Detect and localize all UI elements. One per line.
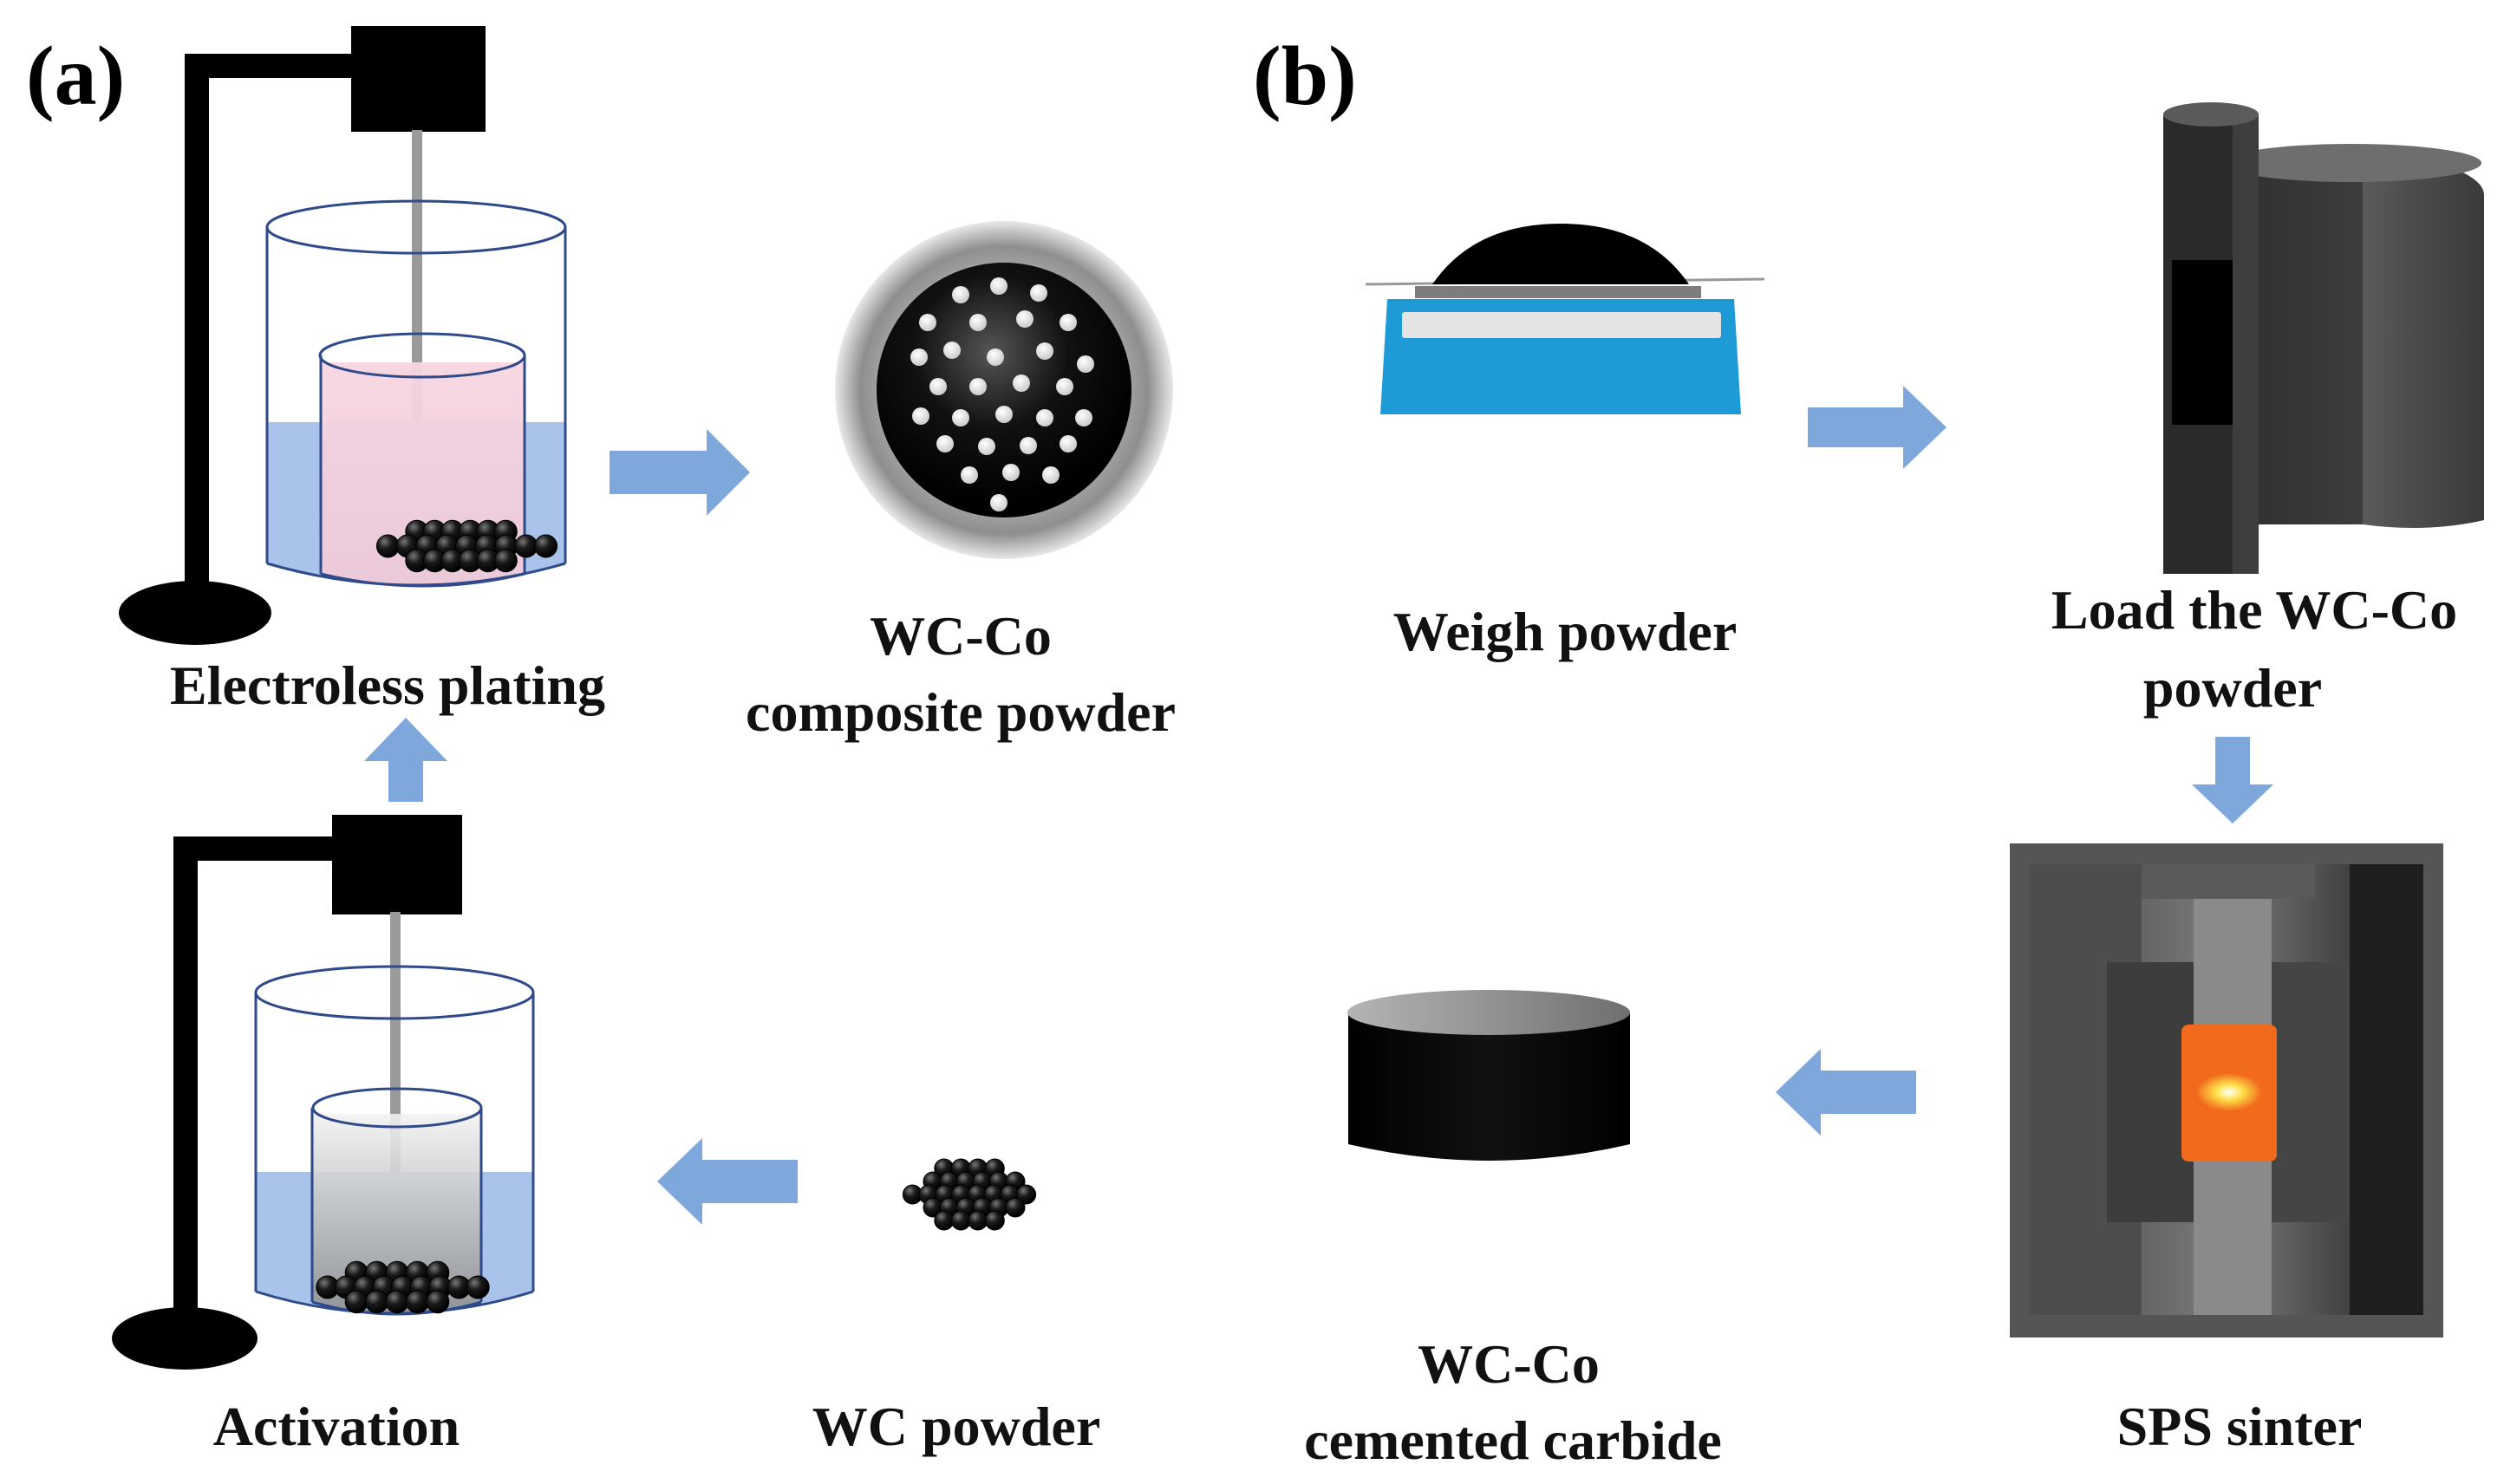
- wc-grain: [426, 1290, 450, 1314]
- caption-composite-powder-line2: composite powder: [746, 681, 1176, 743]
- caption-activation: Activation: [213, 1396, 460, 1457]
- composite-powder-particle: [835, 221, 1173, 559]
- caption-weigh-powder: Weigh powder: [1393, 601, 1737, 662]
- cobalt-dot: [1060, 314, 1077, 331]
- cobalt-dot: [1056, 378, 1073, 395]
- arrow-right-icon: [610, 429, 750, 516]
- wc-core-icon: [877, 263, 1131, 517]
- caption-composite-powder-line1: WC-Co: [870, 605, 1052, 667]
- arrow-left-icon: [1776, 1049, 1916, 1136]
- wc-grain: [968, 1210, 988, 1231]
- cobalt-dot: [995, 406, 1013, 423]
- wc-powder-icon: [902, 1158, 1037, 1231]
- caption-cemented-carbide-line1: WC-Co: [1418, 1333, 1600, 1395]
- cobalt-dot: [943, 342, 961, 359]
- cobalt-dot: [990, 277, 1007, 295]
- cobalt-dot: [969, 314, 987, 331]
- wc-grain: [493, 549, 518, 573]
- cobalt-dot: [1016, 310, 1034, 328]
- cobalt-dot: [1075, 409, 1092, 426]
- cobalt-dot: [929, 378, 947, 395]
- cobalt-dot: [910, 348, 928, 366]
- wc-grain: [514, 534, 538, 558]
- arrow-right-icon: [1808, 386, 1946, 469]
- arrows: [364, 386, 2273, 1225]
- cobalt-dot: [952, 286, 969, 303]
- stirrer-stand-icon: [112, 815, 462, 1370]
- caption-cemented-carbide-line2: cemented carbide: [1304, 1409, 1722, 1471]
- cobalt-dot: [969, 378, 987, 395]
- wc-grain: [375, 534, 400, 558]
- balance-scale-icon: [1365, 224, 1765, 414]
- wc-grain: [405, 1290, 429, 1314]
- sps-furnace-icon: [2010, 843, 2443, 1338]
- sintered-pellet-icon: [1347, 990, 1630, 1161]
- caption-electroless-plating: Electroless plating: [170, 654, 605, 716]
- electroless-plating-apparatus: [119, 26, 567, 645]
- caption-sps-sinter: SPS sinter: [2117, 1396, 2363, 1457]
- caption-load-powder-line1: Load the WC-Co: [2051, 579, 2457, 641]
- panel-label-b: (b): [1253, 29, 1357, 123]
- caption-wc-powder: WC powder: [812, 1396, 1100, 1457]
- cobalt-dot: [961, 466, 978, 484]
- arrow-up-icon: [364, 718, 447, 802]
- cobalt-dot: [1036, 342, 1053, 360]
- cobalt-dot: [912, 407, 929, 425]
- wc-grain: [534, 534, 558, 558]
- arrow-left-icon: [657, 1138, 798, 1225]
- wc-grain: [1005, 1197, 1026, 1218]
- wc-grain: [934, 1210, 955, 1231]
- cobalt-dot: [978, 438, 995, 455]
- arrow-down-icon: [2192, 737, 2273, 823]
- wc-grain: [950, 1210, 971, 1231]
- wc-grain: [984, 1210, 1005, 1231]
- cobalt-dot: [1042, 466, 1060, 484]
- cobalt-particles-icon: [910, 277, 1094, 511]
- wc-grain: [466, 1275, 490, 1299]
- cobalt-dot: [1077, 355, 1094, 373]
- wc-grains-icon: [316, 1260, 490, 1314]
- cobalt-dot: [1020, 437, 1037, 454]
- cobalt-dot: [1036, 409, 1053, 426]
- cobalt-dot: [1030, 284, 1047, 302]
- caption-load-powder-line2: powder: [2143, 657, 2322, 719]
- cobalt-dot: [919, 314, 936, 331]
- wc-grain: [365, 1290, 389, 1314]
- wc-grains-icon: [375, 519, 558, 573]
- panel-label-a: (a): [26, 29, 125, 123]
- cobalt-dot: [1013, 374, 1030, 392]
- cobalt-dot: [987, 348, 1004, 366]
- wc-grain: [1016, 1184, 1037, 1205]
- wc-grain: [344, 1290, 368, 1314]
- cobalt-dot: [1002, 464, 1020, 481]
- wc-grain: [385, 1290, 409, 1314]
- cobalt-dot: [952, 409, 969, 426]
- graphite-die-icon: [2163, 102, 2484, 574]
- cobalt-dot: [990, 494, 1007, 511]
- cobalt-dot: [1060, 435, 1077, 452]
- activation-apparatus: [112, 815, 535, 1370]
- cobalt-dot: [936, 435, 954, 452]
